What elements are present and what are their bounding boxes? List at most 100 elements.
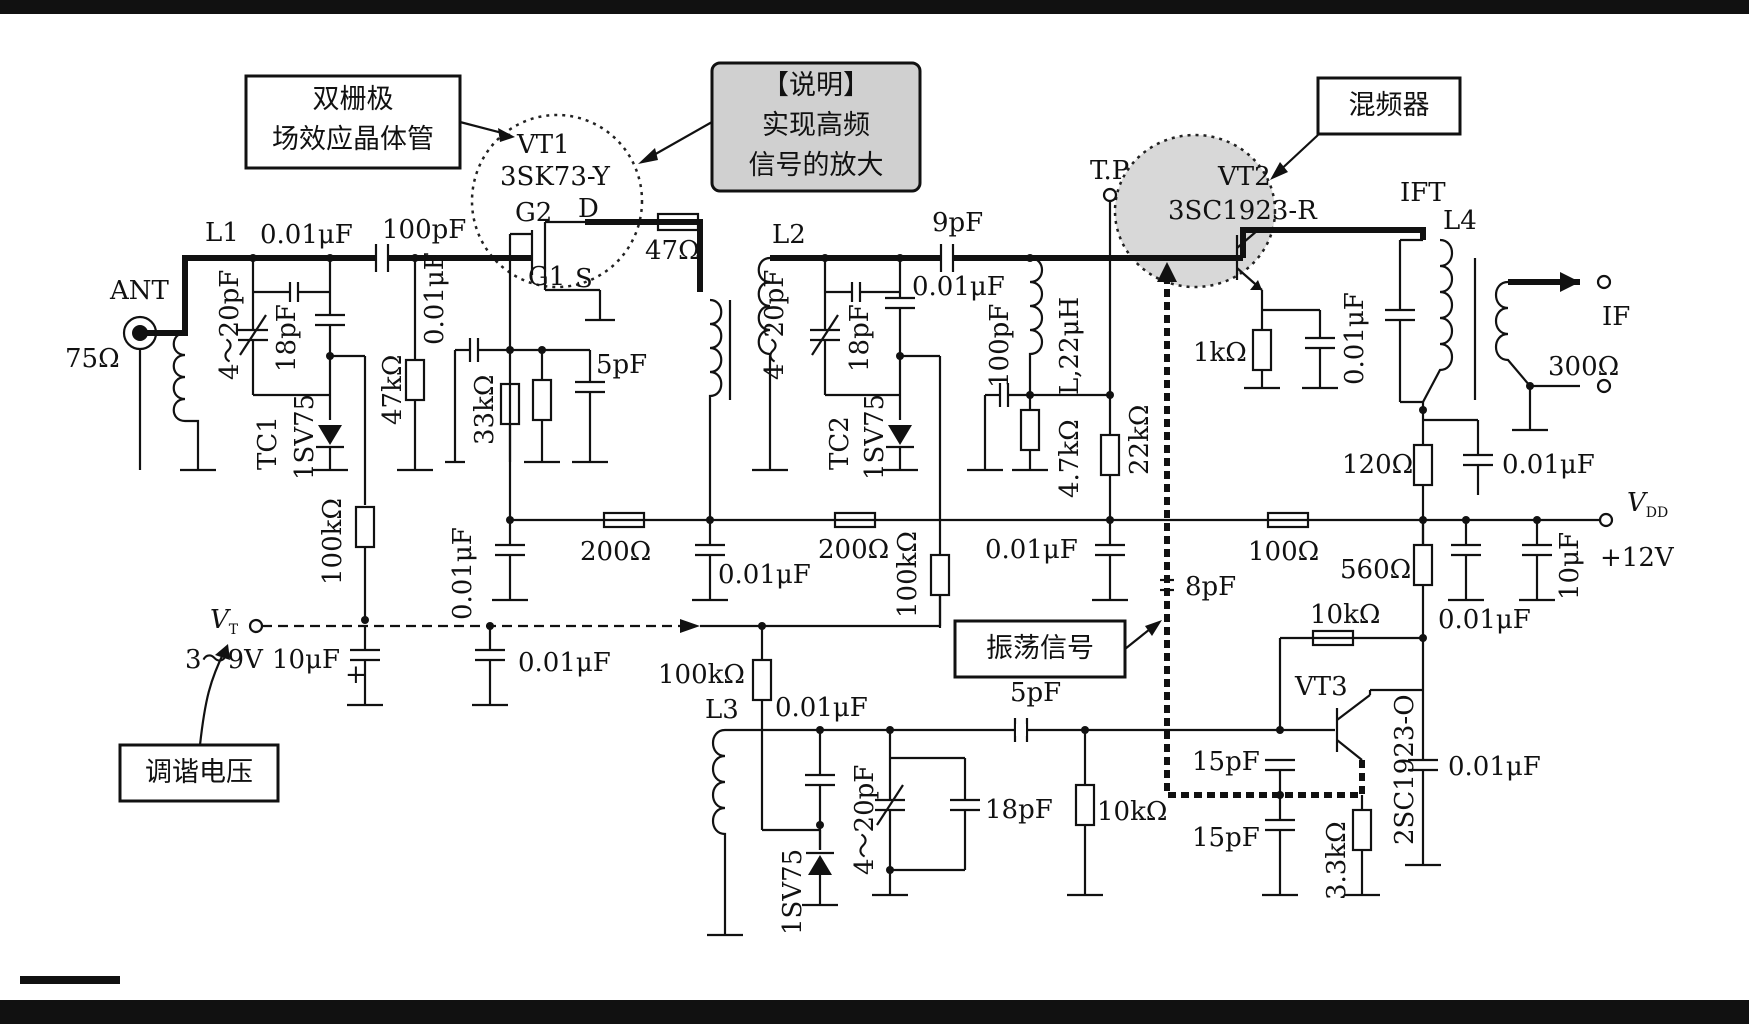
callout-note-line3: 信号的放大 [748,150,884,181]
tc2-label: TC2 [825,416,855,470]
if-impedance: 300Ω [1548,352,1620,382]
cap-vt-label: 0.01μF [518,648,611,678]
callout-note-line2: 实现高频 [762,110,870,141]
vt3-supply [1278,520,1441,867]
vdd-label: VDD [1627,488,1668,528]
vdd-v: V [1627,488,1646,518]
coil-l2-primary [708,298,732,520]
cap-9pf [939,244,955,272]
vt1-name: VT1 [517,130,570,160]
vt1-symbol [508,220,615,350]
vt-sub: T [228,622,239,639]
res-47 [656,212,700,232]
ift-l4 [1385,238,1612,445]
vt3-name: VT3 [1295,672,1348,702]
vt1-d-label: D [578,194,599,224]
res-10k-b-label: 10kΩ [1097,797,1168,827]
oscillation-path [1157,262,1365,798]
test-point-label: T.P [1090,156,1130,186]
res-47k-label: 47kΩ [378,354,408,425]
ant-impedance: 75Ω [65,344,120,374]
g2-bias [445,338,608,524]
res-100-label: 100Ω [1248,537,1320,567]
callout-tuning-text: 调谐电压 [145,757,253,788]
callout-tuning [118,743,280,803]
bottom-border [0,1000,1749,1024]
cap-10u-2-label: 10μF [272,645,341,675]
res-560-label: 560Ω [1340,555,1412,585]
cap-in-label: 0.01μF [420,252,450,345]
cap-100pf [374,244,390,272]
tc1-label: TC1 [253,416,283,470]
vt1-s-label: S [575,264,593,294]
callout-dual-gate [244,74,515,170]
vt-range-label: 3～9V [185,645,263,675]
res-47-label: 47Ω [645,236,700,266]
ant-label: ANT [110,276,169,306]
callout-dual-gate-text: 双栅极 场效应晶体管 [246,80,460,160]
cap-100pf-2-label: 100pF [985,303,1015,388]
if-label: IF [1602,302,1631,332]
tuning-arrow [198,644,230,746]
c18-2-label: 18pF [845,304,875,372]
coil-l2-secondary [752,256,788,472]
cap-vt3-label: 0.01μF [1448,752,1541,782]
callout-oscillation [953,619,1162,679]
test-point [1099,187,1121,520]
res-33k-label: 33kΩ [470,374,500,445]
tc2-trimmer [810,254,900,397]
cap-e2-label: 0.01μF [1340,292,1370,385]
res-4k7-label: 4.7kΩ [1055,419,1085,498]
l3-label: L3 [705,695,739,725]
tuning-line [248,595,942,850]
tc1-range-label: 4～20pF [215,269,245,380]
cap-l3-label: 0.01μF [775,693,868,723]
res-10k-top-label: 10kΩ [1310,600,1381,630]
antenna-connector [122,315,158,470]
d1-branch [312,254,376,624]
vdd-sub: DD [1645,505,1669,522]
cap-15pf-1-label: 15pF [1192,747,1260,777]
vt2-part: 3SC1923-R [1168,196,1317,226]
cap-vdd-label: 0.01μF [1438,605,1531,635]
res-120-label: 120Ω [1342,450,1414,480]
bottom-mark-left [20,976,120,984]
cap-100pf-label: 100pF [382,215,467,245]
cap-bus3-label: 0.01μF [985,535,1078,565]
tc1-trimmer [238,254,330,397]
res-22k-label: 22kΩ [1125,404,1155,475]
callout-oscillation-text: 振荡信号 [986,633,1094,664]
ift-label: IFT [1400,178,1446,208]
l1-cap-label: 0.01μF [260,220,353,250]
cap-plus-marker: + [345,660,367,690]
res-1k-label: 1kΩ [1193,338,1247,368]
coil-l1 [172,331,216,472]
bottom-mark-right [1545,1006,1749,1024]
res-100k-1-label: 100kΩ [318,498,348,585]
d1-label: 1SV75 [290,393,320,480]
vplus-label: +12V [1600,543,1674,573]
l3-tank [707,718,1280,937]
callout-dual-gate-line2: 场效应晶体管 [272,124,434,155]
vt1-part: 3SK73-Y [500,162,610,192]
d3-label: 1SV75 [778,848,808,935]
res-120 [1412,418,1493,545]
tc3-range-label: 4～20pF [850,764,880,875]
callout-dual-gate-line1: 双栅极 [312,84,394,115]
cap-bus1-label: 0.01μF [448,527,478,620]
cap-10u-label: 10μF [1555,531,1585,600]
vt1-g2-label: G2 [515,198,553,228]
l2-label: L2 [772,220,806,250]
res-100k-3-label: 100kΩ [658,660,745,690]
l22-network [967,254,1110,472]
vt1-highlight [470,113,644,289]
top-border [0,0,1749,14]
cap-l2-label: 0.01μF [912,272,1005,302]
res-200-1-label: 200Ω [580,537,652,567]
vt-label: VT [210,605,238,645]
vt2-name: VT2 [1218,162,1271,192]
callout-mixer [1270,76,1462,180]
cap-5pf-2-label: 5pF [1010,678,1062,708]
cap-5pf-1-label: 5pF [596,350,648,380]
